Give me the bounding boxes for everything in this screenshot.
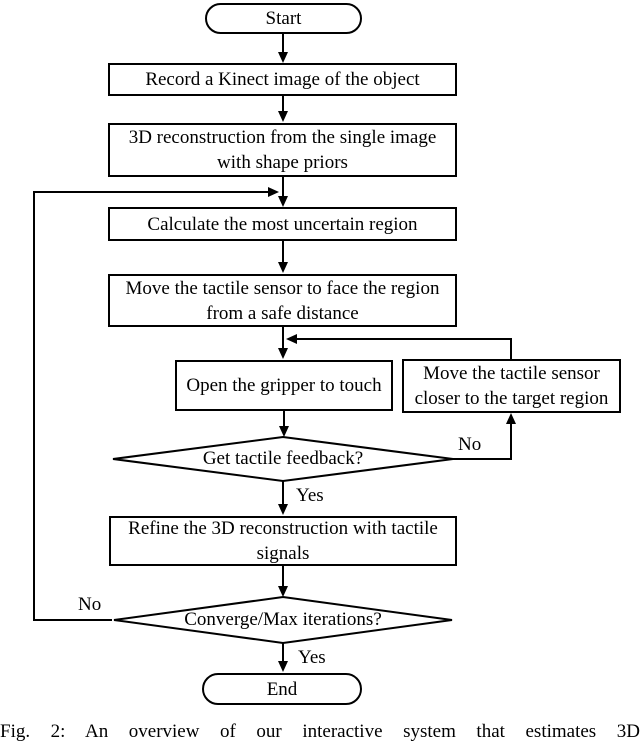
arrowhead-tactile-no [506,413,516,424]
start-terminator: Start [205,3,362,34]
edge-label-converge-no: No [78,594,102,615]
edge-label-tactile-yes: Yes [296,485,324,506]
figure-caption: Fig. 2: An overview of our interactive s… [0,721,640,742]
arrowhead-gripper-tactile [279,426,289,437]
step-record-kinect: Record a Kinect image of the object [108,63,457,96]
arrowhead-converge-no-loop [268,187,279,197]
step-open-gripper: Open the gripper to touch [175,360,393,411]
connector-tactile-no [453,424,512,460]
arrowhead-moveface-gripper [278,348,288,359]
arrowhead-start-record [278,52,288,63]
arrowhead-reconstruction-uncertain [278,196,288,207]
connector-converge-no-loop [33,191,268,621]
edge-label-tactile-no: No [458,434,482,455]
arrowhead-converge-yes [278,661,288,672]
arrowhead-refine-converge [278,586,288,597]
step-move-sensor-closer: Move the tactile sensor closer to the ta… [402,359,621,413]
end-terminator: End [202,673,362,705]
decision-label-converge: Converge/Max iterations? [184,609,382,630]
decision-label-tactile-feedback: Get tactile feedback? [202,448,364,469]
step-refine-reconstruction: Refine the 3D reconstruction with tactil… [109,516,457,566]
step-uncertain-region: Calculate the most uncertain region [108,207,457,241]
step-move-sensor-face: Move the tactile sensor to face the regi… [108,274,457,327]
arrowhead-tactile-yes [278,504,288,515]
connector-movecloser-merge [297,338,512,359]
edge-label-converge-yes: Yes [298,647,326,668]
arrowhead-movecloser-merge [286,334,297,344]
step-3d-reconstruction: 3D reconstruction from the single image … [108,123,457,177]
arrowhead-uncertain-moveface [278,262,288,273]
arrowhead-record-reconstruction [278,111,288,122]
